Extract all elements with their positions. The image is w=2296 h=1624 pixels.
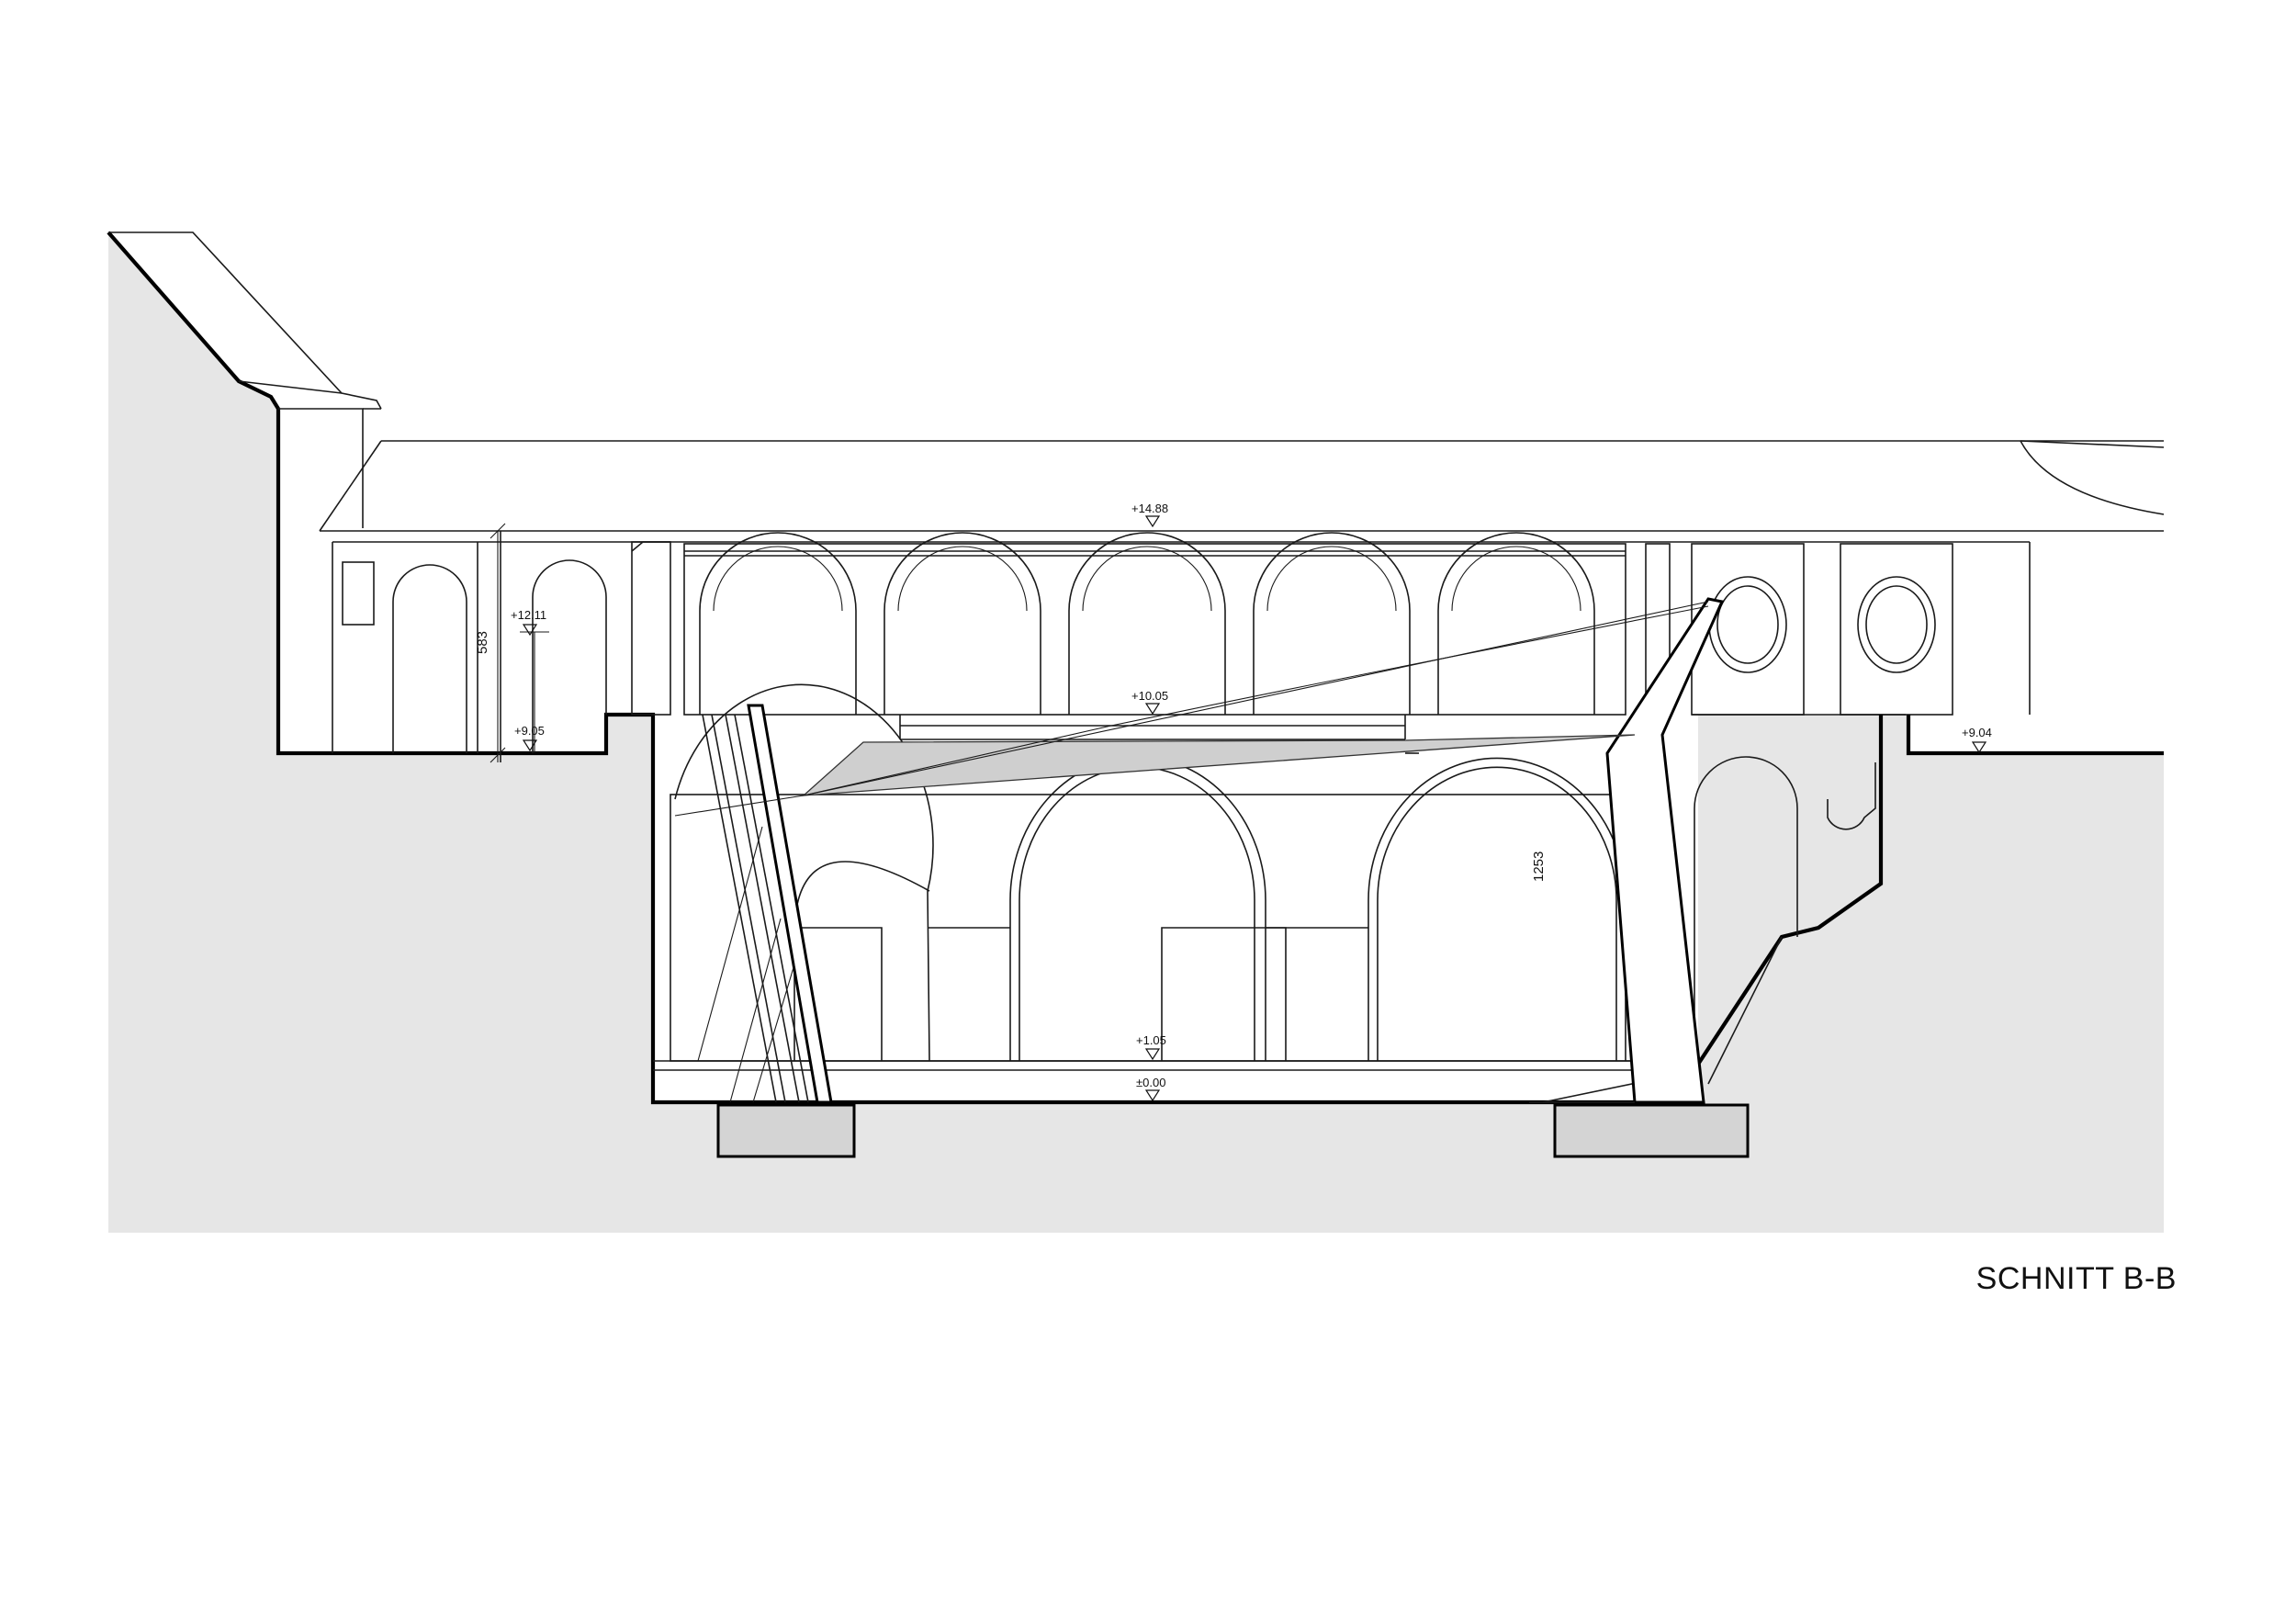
dimension-upper-left xyxy=(520,631,549,753)
drawing-title: SCHNITT B-B xyxy=(1975,1261,2177,1296)
level-mid-floor: +10.05 xyxy=(1131,689,1168,716)
lower-hall xyxy=(653,683,1700,1103)
level-base-label: ±0.00 xyxy=(1136,1076,1165,1089)
level-top-eave-label: +14.88 xyxy=(1131,502,1168,515)
level-lower-floor: +1.05 xyxy=(1136,1033,1166,1061)
left-ramp xyxy=(697,704,833,1104)
right-column xyxy=(1529,597,1725,1104)
right-lower-wall xyxy=(1694,715,2164,1102)
left-foundation xyxy=(716,1103,856,1158)
level-top-eave: +14.88 xyxy=(1131,502,1168,528)
level-upper-left: +12.11 xyxy=(511,608,546,637)
upper-arcade xyxy=(683,532,1671,754)
dimension-583: 583 xyxy=(475,523,506,763)
dim-1253-label: 1253 xyxy=(1531,851,1547,882)
level-left-floor-label: +9.05 xyxy=(514,724,545,738)
ground-fill xyxy=(108,232,2164,1233)
level-right-floor-label: +9.04 xyxy=(1962,726,1992,739)
right-facade xyxy=(1691,542,2031,716)
dimension-1253: 1253 xyxy=(1531,851,1547,882)
right-foundation xyxy=(1553,1103,1750,1158)
left-building xyxy=(107,231,1635,1105)
level-mid-floor-label: +10.05 xyxy=(1131,689,1168,703)
main-roof xyxy=(319,440,2165,543)
level-left-floor: +9.05 xyxy=(514,724,545,752)
dim-583-label: 583 xyxy=(475,631,490,654)
level-right-floor: +9.04 xyxy=(1962,726,1992,754)
left-facade xyxy=(332,531,671,762)
level-base: ±0.00 xyxy=(1136,1076,1165,1102)
glass-canopy xyxy=(674,601,1709,817)
level-lower-floor-label: +1.05 xyxy=(1136,1033,1166,1047)
level-upper-left-label: +12.11 xyxy=(511,608,546,622)
